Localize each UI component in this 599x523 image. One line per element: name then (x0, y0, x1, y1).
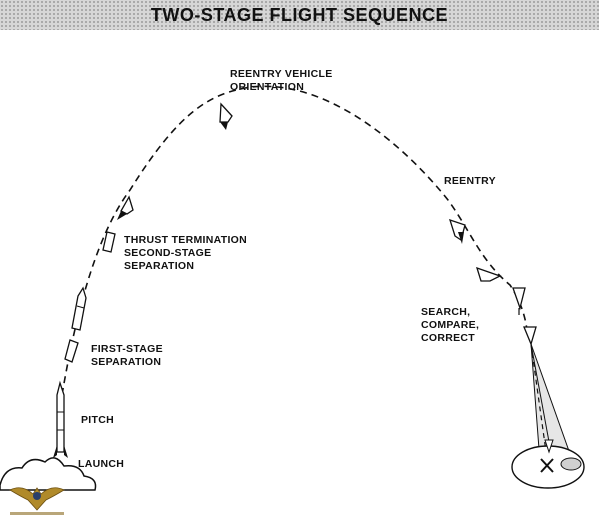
spent-second-stage (102, 231, 116, 253)
reentry-vehicle-ascent (117, 195, 134, 220)
label-reentry: REENTRY (444, 175, 496, 187)
first-stage-section (64, 339, 79, 363)
label-pitch: PITCH (81, 414, 114, 426)
reentry-vehicle-correcting (523, 326, 537, 346)
label-thrust-termination: THRUST TERMINATION SECOND-STAGE SEPARATI… (124, 234, 248, 272)
launch-rocket (53, 380, 68, 458)
label-launch: LAUNCH (78, 458, 125, 470)
target-area (511, 439, 585, 489)
watermark-logo (9, 487, 65, 515)
launch-smoke-cloud (0, 457, 97, 491)
reentry-vehicle-pitching (476, 266, 502, 282)
label-search-compare-correct: SEARCH, COMPARE, CORRECT (421, 306, 480, 344)
label-reentry-vehicle-orientation: REENTRY VEHICLE ORIENTATION (230, 68, 333, 93)
second-stage-rocket (71, 286, 87, 331)
diagram-title: TWO-STAGE FLIGHT SEQUENCE (150, 5, 449, 25)
reentry-vehicle-apex (219, 102, 233, 130)
reentry-vehicle-terminal (512, 287, 526, 315)
label-first-stage-separation: FIRST-STAGE SEPARATION (91, 343, 163, 368)
title-banner: TWO-STAGE FLIGHT SEQUENCE (0, 0, 599, 30)
reentry-vehicle-descent (449, 218, 466, 244)
